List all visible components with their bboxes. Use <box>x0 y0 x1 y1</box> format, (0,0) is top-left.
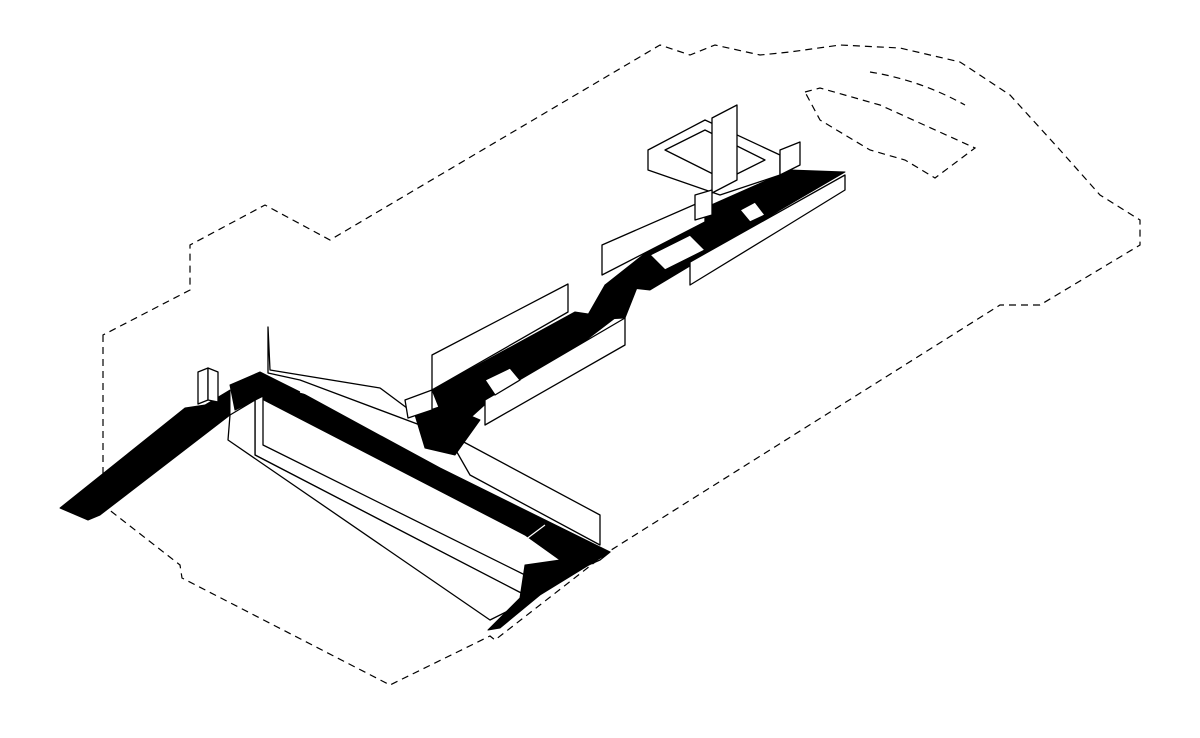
front-slab <box>227 399 611 621</box>
left-post <box>197 367 209 405</box>
middle-front-wall <box>484 317 626 426</box>
upper-void <box>649 234 706 271</box>
upper-void-2 <box>739 201 766 223</box>
top-box-wall <box>711 104 738 194</box>
connector-wall <box>404 389 433 419</box>
left-ramp <box>59 389 231 521</box>
curve-dashed <box>869 71 966 106</box>
main-wall-back <box>267 326 601 546</box>
lower-ramp <box>487 551 611 631</box>
left-post-2 <box>207 367 219 403</box>
building-outline-dashed <box>804 87 977 179</box>
middle-void <box>484 367 521 396</box>
top-box-side <box>779 141 801 176</box>
middle-wall <box>431 283 569 391</box>
top-box-post <box>694 189 713 221</box>
upper-wall <box>601 199 706 276</box>
joint-line <box>299 391 546 541</box>
upper-front-wall <box>689 174 846 286</box>
site-boundary-dashed <box>102 44 1141 686</box>
